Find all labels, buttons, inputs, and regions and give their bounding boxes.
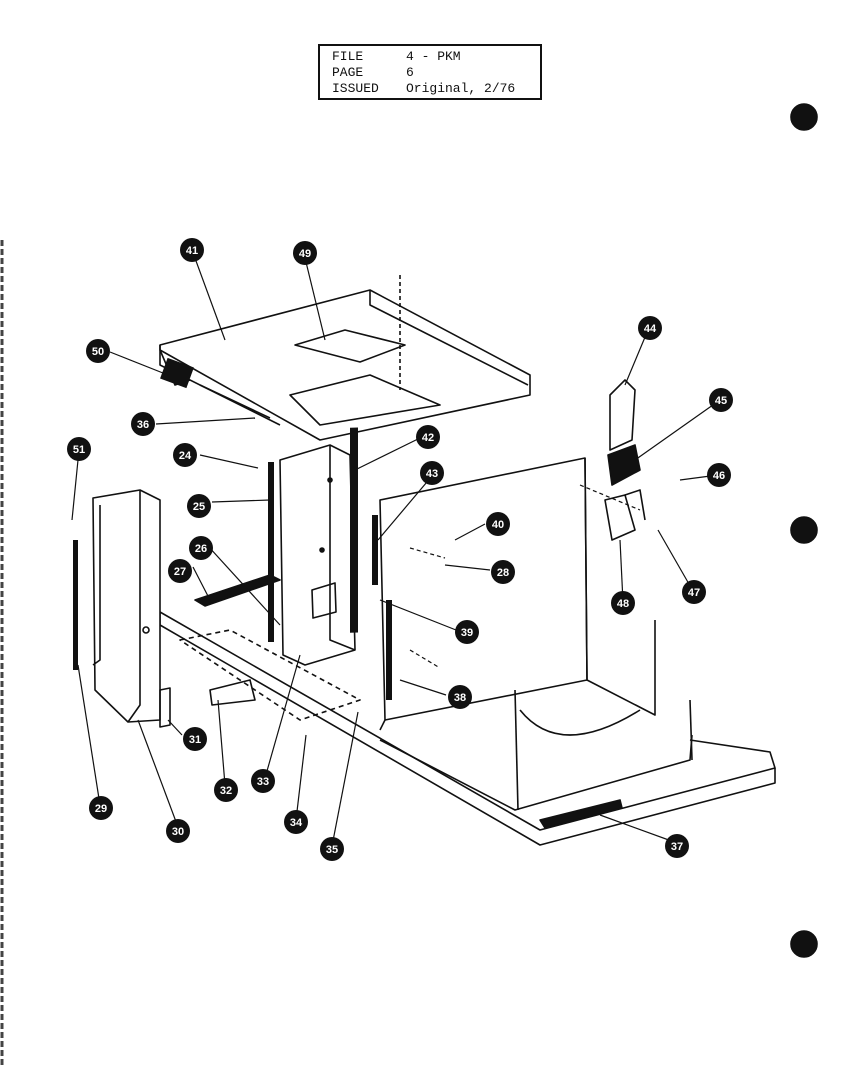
terminal-strips: [73, 357, 392, 700]
callout-43: 43: [420, 461, 444, 485]
svg-text:41: 41: [186, 245, 198, 257]
svg-text:51: 51: [73, 444, 85, 456]
svg-text:30: 30: [172, 826, 184, 838]
page-row: PAGE 6: [332, 65, 414, 81]
punch-hole: [790, 930, 818, 958]
svg-text:31: 31: [189, 734, 201, 746]
front-panel: [92, 489, 161, 723]
callout-49: 49: [293, 241, 317, 265]
callout-50: 50: [86, 339, 110, 363]
svg-text:44: 44: [644, 323, 657, 335]
callout-47: 47: [682, 580, 706, 604]
svg-text:33: 33: [257, 776, 269, 788]
callout-28: 28: [491, 560, 515, 584]
callouts: 41 49 50 36 24 42 43 25 26 27 40 28 39 3…: [67, 238, 733, 861]
callout-38: 38: [448, 685, 472, 709]
svg-text:28: 28: [497, 567, 509, 579]
callout-27: 27: [168, 559, 192, 583]
callout-46: 46: [707, 463, 731, 487]
callout-33: 33: [251, 769, 275, 793]
svg-text:29: 29: [95, 803, 107, 815]
callout-24: 24: [173, 443, 197, 467]
svg-text:43: 43: [426, 468, 438, 480]
callout-35: 35: [320, 837, 344, 861]
punch-hole: [790, 103, 818, 131]
page-label: PAGE: [332, 65, 364, 80]
file-value: 4 - PKM: [406, 49, 461, 64]
svg-text:34: 34: [290, 817, 303, 829]
top-panel: [159, 275, 531, 441]
svg-text:46: 46: [713, 470, 725, 482]
callout-39: 39: [455, 620, 479, 644]
callout-25: 25: [187, 494, 211, 518]
callout-26: 26: [189, 536, 213, 560]
callout-37: 37: [665, 834, 689, 858]
issued-row: ISSUED Original, 2/76: [332, 81, 515, 97]
svg-text:39: 39: [461, 627, 473, 639]
svg-text:50: 50: [92, 346, 104, 358]
file-info-box: FILE 4 - PKM PAGE 6 ISSUED Original, 2/76: [318, 44, 542, 100]
svg-text:37: 37: [671, 841, 683, 853]
file-label: FILE: [332, 49, 364, 64]
callout-34: 34: [284, 810, 308, 834]
callout-30: 30: [166, 819, 190, 843]
svg-text:26: 26: [195, 543, 207, 555]
page-value: 6: [406, 65, 414, 80]
callout-32: 32: [214, 778, 238, 802]
svg-text:42: 42: [422, 432, 434, 444]
callout-29: 29: [89, 796, 113, 820]
svg-text:27: 27: [174, 566, 186, 578]
callout-41: 41: [180, 238, 204, 262]
svg-text:35: 35: [326, 844, 338, 856]
control-box: [279, 444, 356, 666]
file-row: FILE 4 - PKM: [332, 49, 461, 65]
callout-44: 44: [638, 316, 662, 340]
base-pan: [159, 574, 776, 846]
svg-text:49: 49: [299, 248, 311, 260]
callout-36: 36: [131, 412, 155, 436]
callout-51: 51: [67, 437, 91, 461]
callout-45: 45: [709, 388, 733, 412]
callout-31: 31: [183, 727, 207, 751]
punch-hole: [790, 516, 818, 544]
callout-48: 48: [611, 591, 635, 615]
issued-value: Original, 2/76: [406, 81, 516, 96]
svg-text:45: 45: [715, 395, 727, 407]
callout-40: 40: [486, 512, 510, 536]
issued-label: ISSUED: [332, 81, 379, 96]
svg-text:47: 47: [688, 587, 700, 599]
svg-text:40: 40: [492, 519, 504, 531]
svg-text:24: 24: [179, 450, 192, 462]
svg-text:38: 38: [454, 692, 466, 704]
knob-assembly: [604, 379, 646, 541]
svg-text:32: 32: [220, 785, 232, 797]
svg-text:36: 36: [137, 419, 149, 431]
callout-42: 42: [416, 425, 440, 449]
svg-text:48: 48: [617, 598, 629, 610]
bracket: [159, 687, 171, 728]
right-side-panel: [379, 457, 656, 731]
svg-text:25: 25: [193, 501, 205, 513]
